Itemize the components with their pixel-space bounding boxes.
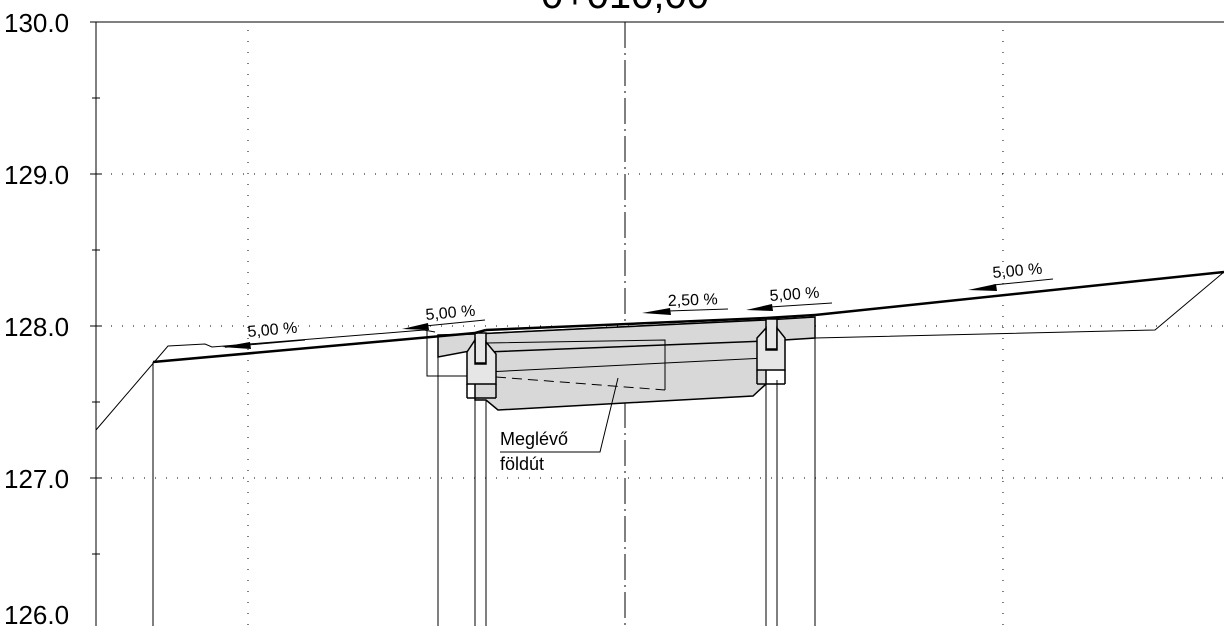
elev-label-128: 128.0 (4, 312, 69, 342)
elev-label-130: 130.0 (4, 8, 69, 38)
slope-arrow-left-terrain (222, 342, 251, 349)
slope-annotation-lane: 2,50 % (642, 291, 729, 315)
design-line-join-left (474, 328, 487, 335)
slope-text-left-terrain: 5,00 % (247, 320, 298, 341)
existing-terrain-left (95, 329, 436, 431)
slope-annotation-left-terrain: 5,00 % (222, 320, 306, 349)
slope-arrow-right-terrain (968, 284, 997, 291)
slope-arrow-right-shoulder (746, 304, 773, 311)
existing-terrain-right (814, 271, 1224, 339)
slope-arrow-lane (642, 308, 671, 315)
excavation-outline-left (426, 330, 467, 377)
design-line-carriageway (485, 316, 767, 332)
slope-text-lane: 2,50 % (668, 291, 718, 310)
elev-label-129: 129.0 (4, 160, 69, 190)
left-curb (466, 332, 497, 399)
excavation-outline-right (485, 339, 666, 390)
elev-label-127: 127.0 (4, 464, 69, 494)
slope-text-right-shoulder: 5,00 % (769, 285, 820, 305)
projection-lines (152, 338, 816, 626)
slope-annotation-left-shoulder: 5,00 % (402, 303, 486, 330)
right-curb (756, 318, 786, 385)
design-line-right-terrain (814, 270, 1224, 317)
leader-line (500, 377, 619, 453)
slope-text-left-shoulder: 5,00 % (425, 303, 476, 324)
slope-text-right-terrain: 5,00 % (992, 261, 1043, 282)
existing-road-leader: Meglévő földút (500, 377, 619, 474)
design-line-left-terrain (152, 331, 476, 364)
slope-annotation-right-terrain: 5,00 % (968, 261, 1054, 291)
design-line-join-right (765, 313, 816, 320)
slope-arrow-left-shoulder (402, 323, 429, 330)
annotation-line2: földút (500, 454, 544, 474)
chainage-title: 0+010,00 (541, 0, 709, 17)
annotation-line1: Meglévő (500, 429, 568, 449)
slope-annotation-right-shoulder: 5,00 % (746, 285, 833, 311)
elev-label-126: 126.0 (4, 600, 69, 626)
excavation-dashed-bottom (495, 376, 666, 391)
